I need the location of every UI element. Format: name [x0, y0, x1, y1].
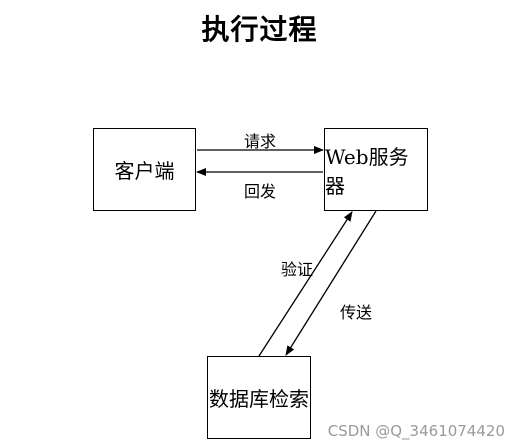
- edge-label-request: 请求: [244, 132, 277, 151]
- edge-label-reply: 回发: [244, 182, 277, 201]
- arrow-verify: [258, 211, 353, 357]
- node-client: 客户端: [93, 128, 196, 211]
- node-web-server-label: Web服务器: [325, 144, 409, 198]
- node-client-label: 客户端: [114, 159, 175, 183]
- node-database-label: 数据库检索: [209, 387, 309, 411]
- watermark: CSDN @Q_3461074420: [327, 422, 505, 440]
- edge-label-transmit: 传送: [340, 303, 373, 322]
- arrow-transmit: [285, 210, 377, 356]
- diagram-title: 执行过程: [201, 13, 318, 46]
- node-database: 数据库检索: [207, 356, 311, 439]
- node-web-server: Web服务器: [324, 128, 428, 211]
- edge-label-verify: 验证: [281, 260, 314, 279]
